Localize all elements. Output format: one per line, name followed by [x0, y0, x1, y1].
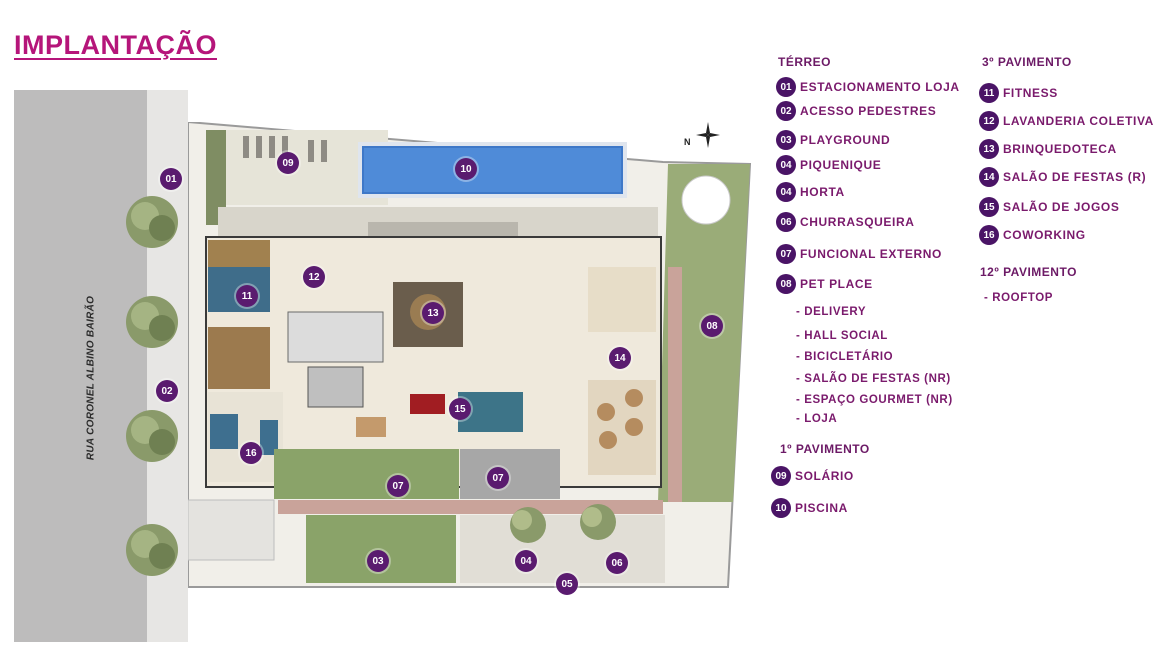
legend-label: PLAYGROUND	[800, 133, 891, 147]
legend-label: HORTA	[800, 185, 845, 199]
pool-table	[410, 394, 445, 414]
stairs	[307, 366, 364, 408]
legend-badge: 12	[979, 111, 999, 131]
legend-subitem: - DELIVERY	[796, 306, 867, 318]
path-brick-vertical	[668, 267, 682, 502]
legend-terreo-item: 08 PET PLACE	[776, 274, 873, 294]
legend-badge: 04	[776, 182, 796, 202]
lawn-playground	[306, 515, 456, 583]
round-plaza	[681, 175, 731, 225]
legend-label: CHURRASQUEIRA	[800, 215, 915, 229]
legend-badge: 08	[776, 274, 796, 294]
legend-label: SALÃO DE JOGOS	[1003, 200, 1120, 214]
legend-heading-3-pavimento: 3º PAVIMENTO	[982, 55, 1072, 69]
site-plan	[188, 122, 752, 588]
legend-subitem: - ESPAÇO GOURMET (NR)	[796, 394, 953, 406]
coworking-desk-2	[260, 420, 278, 455]
path-brick	[278, 500, 663, 514]
legend-badge: 07	[776, 244, 796, 264]
street-trees	[126, 196, 178, 576]
brinquedoteca-rug	[410, 294, 446, 330]
tree-icon	[580, 504, 616, 540]
legend-label: SALÃO DE FESTAS (R)	[1003, 170, 1147, 184]
legend-badge: 02	[776, 101, 796, 121]
legend-subitem: - SALÃO DE FESTAS (NR)	[796, 373, 951, 385]
tree-icon	[126, 524, 178, 576]
legend-terreo-item: 02 ACESSO PEDESTRES	[776, 101, 936, 121]
legend-label: PISCINA	[795, 501, 848, 515]
hedge	[206, 130, 226, 225]
elevators	[287, 311, 384, 363]
legend-badge: 16	[979, 225, 999, 245]
legend-label: ESTACIONAMENTO LOJA	[800, 80, 960, 94]
legend-1-pavimento-item: 09 SOLÁRIO	[771, 466, 854, 486]
legend-terreo-item: 07 FUNCIONAL EXTERNO	[776, 244, 942, 264]
legend-heading-terreo: TÉRREO	[778, 55, 832, 69]
tree-icon	[510, 507, 546, 543]
legend-subitem: - HALL SOCIAL	[796, 330, 888, 342]
legend-badge: 15	[979, 197, 999, 217]
legend-terreo-item: 04 PIQUENIQUE	[776, 155, 881, 175]
legend-terreo-item: 01 ESTACIONAMENTO LOJA	[776, 77, 960, 97]
legend-badge: 01	[776, 77, 796, 97]
legend-terreo-item: 03 PLAYGROUND	[776, 130, 890, 150]
street	[14, 90, 147, 642]
north-label: N	[684, 137, 691, 147]
legend-3-pavimento-item: 14 SALÃO DE FESTAS (R)	[979, 167, 1146, 187]
legend-badge: 14	[979, 167, 999, 187]
legend-1-pavimento-item: 10 PISCINA	[771, 498, 848, 518]
legend-label: BRINQUEDOTECA	[1003, 142, 1117, 156]
room-fitness-bottom	[208, 327, 270, 389]
legend-3-pavimento-item: 11 FITNESS	[979, 83, 1058, 103]
legend-badge: 03	[776, 130, 796, 150]
tree-icon	[126, 410, 178, 462]
room-festas-2	[588, 380, 656, 475]
legend-label: COWORKING	[1003, 228, 1086, 242]
legend-terreo-item: 06 CHURRASQUEIRA	[776, 212, 914, 232]
legend-label: ACESSO PEDESTRES	[800, 104, 937, 118]
parking	[188, 499, 275, 561]
tree-icon	[126, 296, 178, 348]
legend-badge: 04	[776, 155, 796, 175]
legend-label: FITNESS	[1003, 86, 1058, 100]
coworking-desk	[210, 414, 238, 449]
legend-label: SOLÁRIO	[795, 469, 854, 483]
legend-subitem: - ROOFTOP	[984, 292, 1054, 304]
meeting-table	[356, 417, 386, 437]
legend-terreo-item: 04 HORTA	[776, 182, 845, 202]
room-fitness-blue	[208, 267, 270, 312]
legend-label: PET PLACE	[800, 277, 873, 291]
ramp	[460, 449, 560, 499]
legend-subitem: - BICICLETÁRIO	[796, 351, 894, 363]
tables	[597, 389, 643, 449]
legend-3-pavimento-item: 13 BRINQUEDOTECA	[979, 139, 1117, 159]
room-festas	[588, 267, 656, 332]
legend-subitem: - LOJA	[796, 413, 838, 425]
legend-heading-12-pavimento: 12º PAVIMENTO	[980, 265, 1077, 279]
legend-3-pavimento-item: 16 COWORKING	[979, 225, 1086, 245]
legend-badge: 13	[979, 139, 999, 159]
page-title: IMPLANTAÇÃO	[14, 30, 217, 60]
legend-heading-1-pavimento: 1º PAVIMENTO	[780, 442, 870, 456]
tree-icon	[126, 196, 178, 248]
plaza-piquenique	[460, 515, 665, 583]
room-jogos	[458, 392, 523, 432]
legend-badge: 06	[776, 212, 796, 232]
legend-badge: 09	[771, 466, 791, 486]
legend-3-pavimento-item: 12 LAVANDERIA COLETIVA	[979, 111, 1153, 131]
legend-label: PIQUENIQUE	[800, 158, 882, 172]
legend-3-pavimento-item: 15 SALÃO DE JOGOS	[979, 197, 1119, 217]
legend-label: LAVANDERIA COLETIVA	[1003, 114, 1153, 128]
lawn-funcional	[274, 449, 459, 499]
pool-water	[364, 148, 621, 192]
legend-label: FUNCIONAL EXTERNO	[800, 247, 942, 261]
street-name: RUA CORONEL ALBINO BAIRÃO	[85, 295, 97, 461]
legend-badge: 10	[771, 498, 791, 518]
north-arrow-icon: N	[684, 122, 720, 148]
legend-badge: 11	[979, 83, 999, 103]
